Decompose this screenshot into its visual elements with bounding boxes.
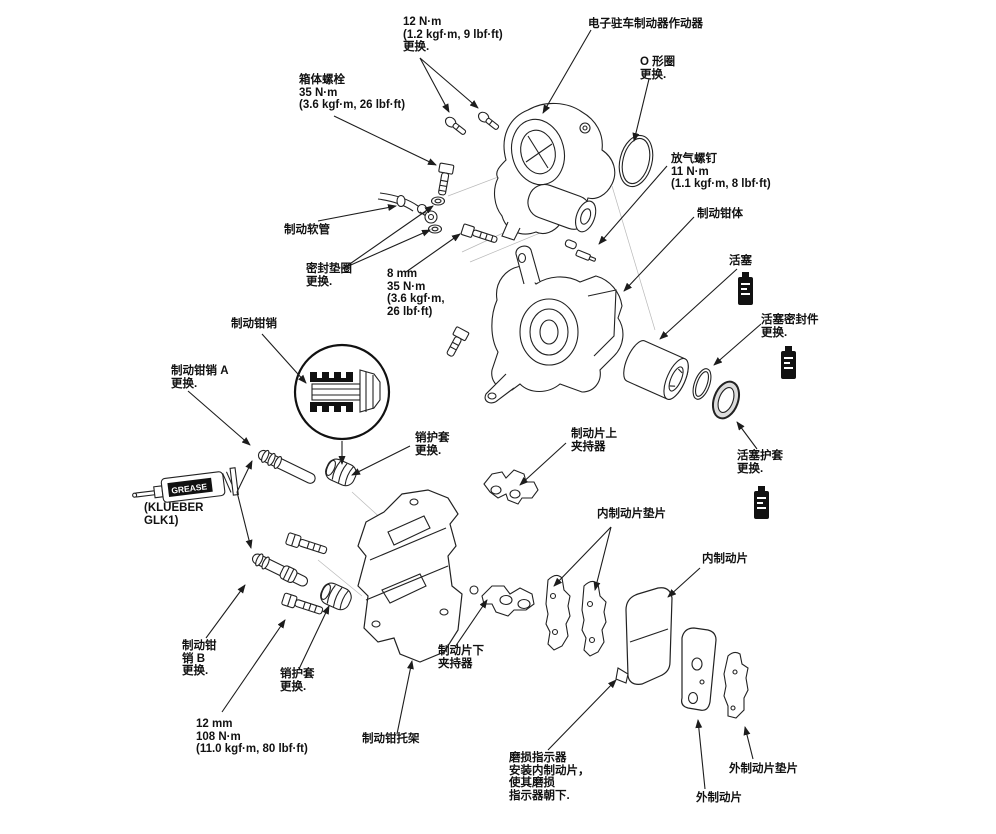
grease-label: GREASE <box>171 481 208 495</box>
piston-boot <box>711 380 741 420</box>
label-actuator: 电子驻车制动器作动器 <box>588 18 703 30</box>
brake-fluid-icon <box>781 346 796 379</box>
inner-pad <box>615 587 673 685</box>
label-wear-indicator-note: 磨损指示器 安装内制动片， 使其磨损 指示器朝下. <box>509 752 590 802</box>
label-caliper-pin: 制动钳销 <box>231 318 277 330</box>
housing-bolt <box>438 162 455 196</box>
leader-arrows <box>187 29 762 790</box>
label-housing-bolt: 箱体螺栓 35 N·m (3.6 kgf·m, 26 lbf·ft) <box>299 74 406 111</box>
label-caliper-pin-b: 制动钳 销 B 更换. <box>182 640 217 677</box>
brake-hose <box>377 192 438 224</box>
caliper-body <box>484 245 624 404</box>
housing-bolt-2 <box>446 326 470 357</box>
pad-upper-retainer <box>483 469 539 505</box>
caliper-pin-inset <box>293 343 391 441</box>
banjo-bolt-8mm <box>460 223 498 243</box>
label-o-ring: O 形圈 更换. <box>640 56 676 81</box>
label-outer-pad-shim: 外制动片垫片 <box>729 763 798 775</box>
label-brake-hose: 制动软管 <box>284 224 330 236</box>
actuator-bolt-1 <box>444 116 467 135</box>
label-inner-pad-shim: 内制动片垫片 <box>597 508 666 520</box>
piston <box>623 340 689 400</box>
label-sealing-washer: 密封垫圈 更换. <box>306 263 352 288</box>
bracket-bolt-2 <box>281 592 324 615</box>
label-pad-upper-retainer: 制动片上 夹持器 <box>571 428 617 453</box>
label-caliper-body: 制动钳体 <box>697 208 743 220</box>
outer-pad-shim <box>723 651 749 719</box>
caliper-pin-b <box>251 553 309 587</box>
label-pad-lower-retainer: 制动片下 夹持器 <box>438 645 484 670</box>
o-ring <box>618 134 654 188</box>
inner-pad-shim-2 <box>581 580 607 657</box>
bleed-screw <box>564 239 597 262</box>
brake-fluid-icon <box>754 486 769 519</box>
sealing-washer-1 <box>430 196 446 206</box>
label-12mm-bracket-bolt: 12 mm 108 N·m (11.0 kgf·m, 80 lbf·ft) <box>196 718 308 755</box>
label-12nm-bolts: 12 N·m (1.2 kgf·m, 9 lbf·ft) 更换. <box>403 16 503 53</box>
label-bleed-screw: 放气螺钉 11 N·m (1.1 kgf·m, 8 lbf·ft) <box>671 153 771 190</box>
label-inner-pad: 内制动片 <box>702 553 748 565</box>
sealing-washer-2 <box>427 224 443 234</box>
brake-fluid-icons <box>738 272 796 519</box>
label-caliper-bracket: 制动钳托架 <box>362 733 420 745</box>
label-pin-boot-lower: 销护套 更换. <box>280 668 315 693</box>
label-piston-boot: 活塞护套 更换. <box>737 450 783 475</box>
brake-fluid-icon <box>738 272 753 305</box>
label-piston: 活塞 <box>729 255 752 267</box>
pin-boot-upper <box>325 458 357 487</box>
piston-seal <box>692 368 712 400</box>
label-8mm-banjo-bolt: 8 mm 35 N·m (3.6 kgf·m, 26 lbf·ft) <box>387 268 445 318</box>
actuator-bolt-2 <box>477 111 500 130</box>
label-outer-pad: 外制动片 <box>696 792 742 804</box>
caliper-bracket <box>357 489 463 663</box>
pad-lower-retainer <box>469 585 535 617</box>
label-pin-boot-upper: 销护套 更换. <box>415 432 450 457</box>
bracket-bolt-1 <box>285 532 328 555</box>
grease-tube-icon: GREASE <box>132 467 239 503</box>
label-piston-seal: 活塞密封件 更换. <box>761 314 819 339</box>
outer-pad <box>681 627 717 711</box>
caliper-pin-a <box>257 449 316 484</box>
label-caliper-pin-a: 制动钳销 A 更换. <box>171 365 229 390</box>
label-grease-spec: (KLUEBER GLK1) <box>144 502 204 527</box>
epb-actuator <box>493 102 616 241</box>
inner-pad-shim-1 <box>545 574 571 651</box>
pin-boot-lower <box>320 582 352 611</box>
